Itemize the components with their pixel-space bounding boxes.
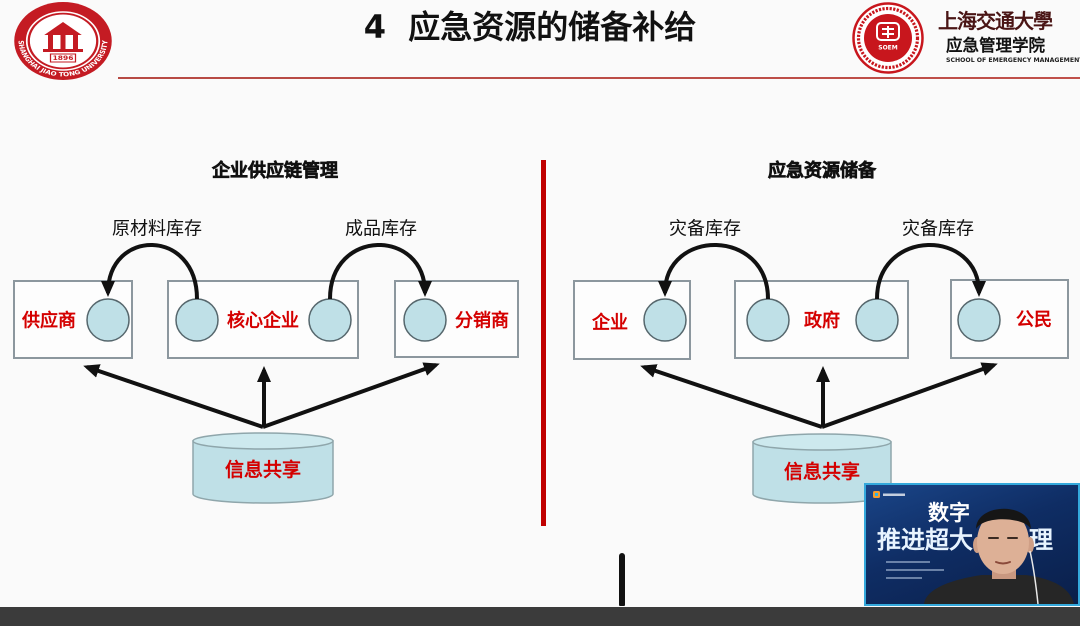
inventory-circle-supplier — [86, 298, 130, 342]
caption-text-line — [886, 561, 930, 563]
inventory-circle-distributor — [403, 298, 447, 342]
hub-label: 信息共享 — [784, 460, 860, 483]
hub-arrow-distributor — [262, 362, 440, 429]
earphone-cable — [1029, 550, 1039, 604]
video-headline-2: 推进超大 — [877, 526, 973, 554]
node-label-distributor: 分销商 — [455, 310, 509, 332]
hub-label: 信息共享 — [225, 458, 301, 481]
presenter-video-overlay[interactable]: 数字 推进超大 理 — [864, 483, 1080, 606]
presenter-face — [977, 510, 1029, 574]
arc-arrow-disaster-stock-right — [875, 243, 986, 300]
node-label-citizen: 公民 — [1016, 310, 1052, 331]
arc-arrow-finished-goods — [328, 243, 432, 300]
seal-emblem — [876, 22, 900, 41]
presenter-figure — [924, 508, 1074, 604]
arc-label-disaster-stock-right: 灾备库存 — [902, 219, 974, 240]
left-panel-heading: 企业供应链管理 — [211, 160, 338, 182]
inventory-circle-core-right — [308, 298, 352, 342]
node-label-enterprise: 企业 — [591, 312, 628, 334]
inventory-circle-core-left — [175, 298, 219, 342]
player-control-bar — [0, 607, 1080, 626]
hub-arrow-supplier — [83, 364, 264, 429]
node-label-supplier: 供应商 — [21, 310, 76, 332]
header-rule — [118, 77, 1080, 79]
hub-arrow-enterprise — [640, 364, 823, 429]
inventory-circle-enterprise — [643, 298, 687, 342]
university-calligraphy: 上海交通大學 — [938, 9, 1053, 33]
node-label-government: 政府 — [804, 310, 840, 332]
seal-year: 1896 — [53, 55, 74, 62]
right-panel-heading: 应急资源储备 — [768, 160, 877, 182]
presenter-body — [924, 575, 1074, 604]
left-panel: 企业供应链管理 原材料库存 成品库存 供应商 核心企业 分销商 信息共享 — [13, 159, 519, 504]
sjtu-seal-icon: SHANGHAI JIAO TONG UNIVERSITY 1896 — [14, 2, 112, 80]
school-name-en: SCHOOL OF EMERGENCY MANAGEMENT — [946, 57, 1080, 64]
info-sharing-cylinder: 信息共享 — [192, 432, 334, 504]
seal-emblem — [43, 22, 83, 52]
right-panel: 应急资源储备 灾备库存 灾备库存 企业 政府 公民 信息共享 — [573, 159, 1069, 504]
arc-arrow-disaster-stock-left — [658, 243, 770, 300]
soem-seal-icon: SOEM — [852, 2, 924, 74]
video-headline-1: 数字 — [928, 501, 970, 525]
seal-text: SOEM — [878, 45, 898, 52]
page-title: 4 应急资源的储备补给 — [363, 8, 697, 46]
school-name-cn: 应急管理学院 — [946, 36, 1045, 55]
inventory-circle-government-right — [855, 298, 899, 342]
arc-label-raw-material: 原材料库存 — [112, 219, 202, 240]
pen-pointer — [619, 553, 625, 606]
arc-label-disaster-stock-left: 灾备库存 — [669, 219, 741, 240]
panel-divider — [541, 160, 546, 526]
arc-arrow-raw-material — [101, 243, 199, 300]
caption-text-line — [886, 569, 944, 571]
inventory-circle-government-left — [746, 298, 790, 342]
caption-text-line — [886, 577, 922, 579]
inventory-circle-citizen — [957, 298, 1001, 342]
node-label-core-enterprise: 核心企业 — [227, 310, 299, 332]
arc-label-finished-goods: 成品库存 — [345, 219, 417, 240]
channel-logo-icon — [873, 491, 905, 498]
presenter-hair — [976, 508, 1031, 529]
hub-arrow-citizen — [821, 362, 998, 429]
